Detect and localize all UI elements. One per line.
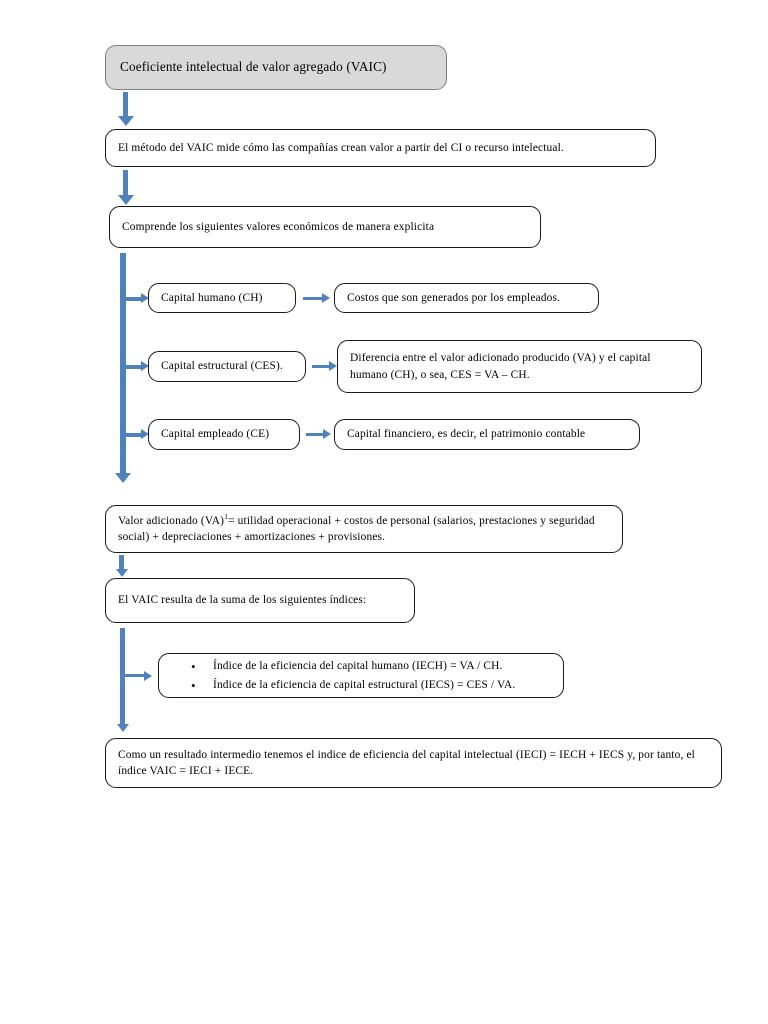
node-vaic-suma: El VAIC resulta de la suma de los siguie…: [105, 578, 415, 623]
node-capital-estructural: Capital estructural (CES).: [148, 351, 306, 382]
node-valor-adicionado: Valor adicionado (VA)1= utilidad operaci…: [105, 505, 623, 553]
connector-va-to-vaic-suma: [119, 555, 124, 571]
connector-definition-to-comprende: [123, 170, 128, 197]
node-indices-list: Índice de la eficiencia del capital huma…: [158, 653, 564, 698]
node-capital-estructural-desc: Diferencia entre el valor adicionado pro…: [337, 340, 702, 393]
connector-branch-capital-humano: [126, 297, 142, 301]
node-header: Coeficiente intelectual de valor agregad…: [105, 45, 447, 90]
node-capital-humano: Capital humano (CH): [148, 283, 296, 313]
node-valor-adicionado-text: Valor adicionado (VA)1= utilidad operaci…: [118, 513, 610, 545]
node-capital-empleado-desc-text: Capital financiero, es decir, el patrimo…: [347, 428, 586, 441]
list-item: Índice de la eficiencia del capital huma…: [191, 656, 553, 678]
arrowhead-header-to-definition: [117, 116, 134, 126]
connector-spine-indices: [120, 628, 125, 726]
connector-branch-capital-empleado: [126, 433, 142, 437]
node-definition: El método del VAIC mide cómo las compañí…: [105, 129, 656, 167]
connector-branch-capital-estructural: [126, 365, 142, 369]
list-item: Índice de la eficiencia de capital estru…: [191, 674, 553, 696]
connector-capital-empleado-to-desc: [306, 432, 324, 436]
arrowhead-branch-capital-estructural: [141, 361, 149, 372]
connector-capital-estructural-to-desc: [312, 364, 330, 368]
arrowhead-branch-capital-empleado: [141, 429, 149, 440]
arrowhead-va-to-vaic-suma: [115, 569, 128, 577]
arrowhead-spine-components: [115, 473, 131, 483]
valor-adicionado-rest: = utilidad operacional + costos de perso…: [118, 514, 595, 543]
connector-header-to-definition: [123, 92, 128, 118]
node-resultado-intermedio-text: Como un resultado intermedio tenemos el …: [118, 748, 695, 777]
valor-adicionado-footnote-marker: 1: [224, 512, 229, 522]
node-vaic-suma-text: El VAIC resulta de la suma de los siguie…: [118, 594, 367, 607]
connector-spine-components: [120, 253, 126, 475]
node-resultado-intermedio: Como un resultado intermedio tenemos el …: [105, 738, 722, 788]
indices-bullet-list: Índice de la eficiencia del capital huma…: [169, 656, 553, 696]
node-capital-estructural-desc-text: Diferencia entre el valor adicionado pro…: [350, 352, 651, 381]
arrowhead-capital-estructural-to-desc: [329, 360, 337, 371]
valor-adicionado-prefix: Valor adicionado (VA): [118, 514, 225, 527]
node-capital-empleado-desc: Capital financiero, es decir, el patrimo…: [334, 419, 640, 450]
arrowhead-capital-humano-to-desc: [322, 292, 330, 303]
node-capital-estructural-text: Capital estructural (CES).: [161, 360, 283, 373]
arrowhead-branch-capital-humano: [141, 293, 149, 304]
node-definition-text: El método del VAIC mide cómo las compañí…: [118, 141, 564, 154]
arrowhead-definition-to-comprende: [117, 195, 134, 205]
node-capital-humano-text: Capital humano (CH): [161, 291, 263, 304]
node-capital-humano-desc-text: Costos que son generados por los emplead…: [347, 291, 561, 304]
connector-capital-humano-to-desc: [303, 296, 323, 300]
arrowhead-spine-indices: [116, 724, 129, 732]
node-capital-empleado: Capital empleado (CE): [148, 419, 300, 450]
node-capital-empleado-text: Capital empleado (CE): [161, 428, 270, 441]
arrowhead-capital-empleado-to-desc: [323, 428, 331, 439]
arrowhead-branch-indices: [144, 670, 152, 681]
connector-branch-indices: [125, 674, 145, 677]
node-comprende: Comprende los siguientes valores económi…: [109, 206, 541, 248]
node-header-text: Coeficiente intelectual de valor agregad…: [120, 59, 387, 75]
node-comprende-text: Comprende los siguientes valores económi…: [122, 220, 435, 233]
node-capital-humano-desc: Costos que son generados por los emplead…: [334, 283, 599, 313]
